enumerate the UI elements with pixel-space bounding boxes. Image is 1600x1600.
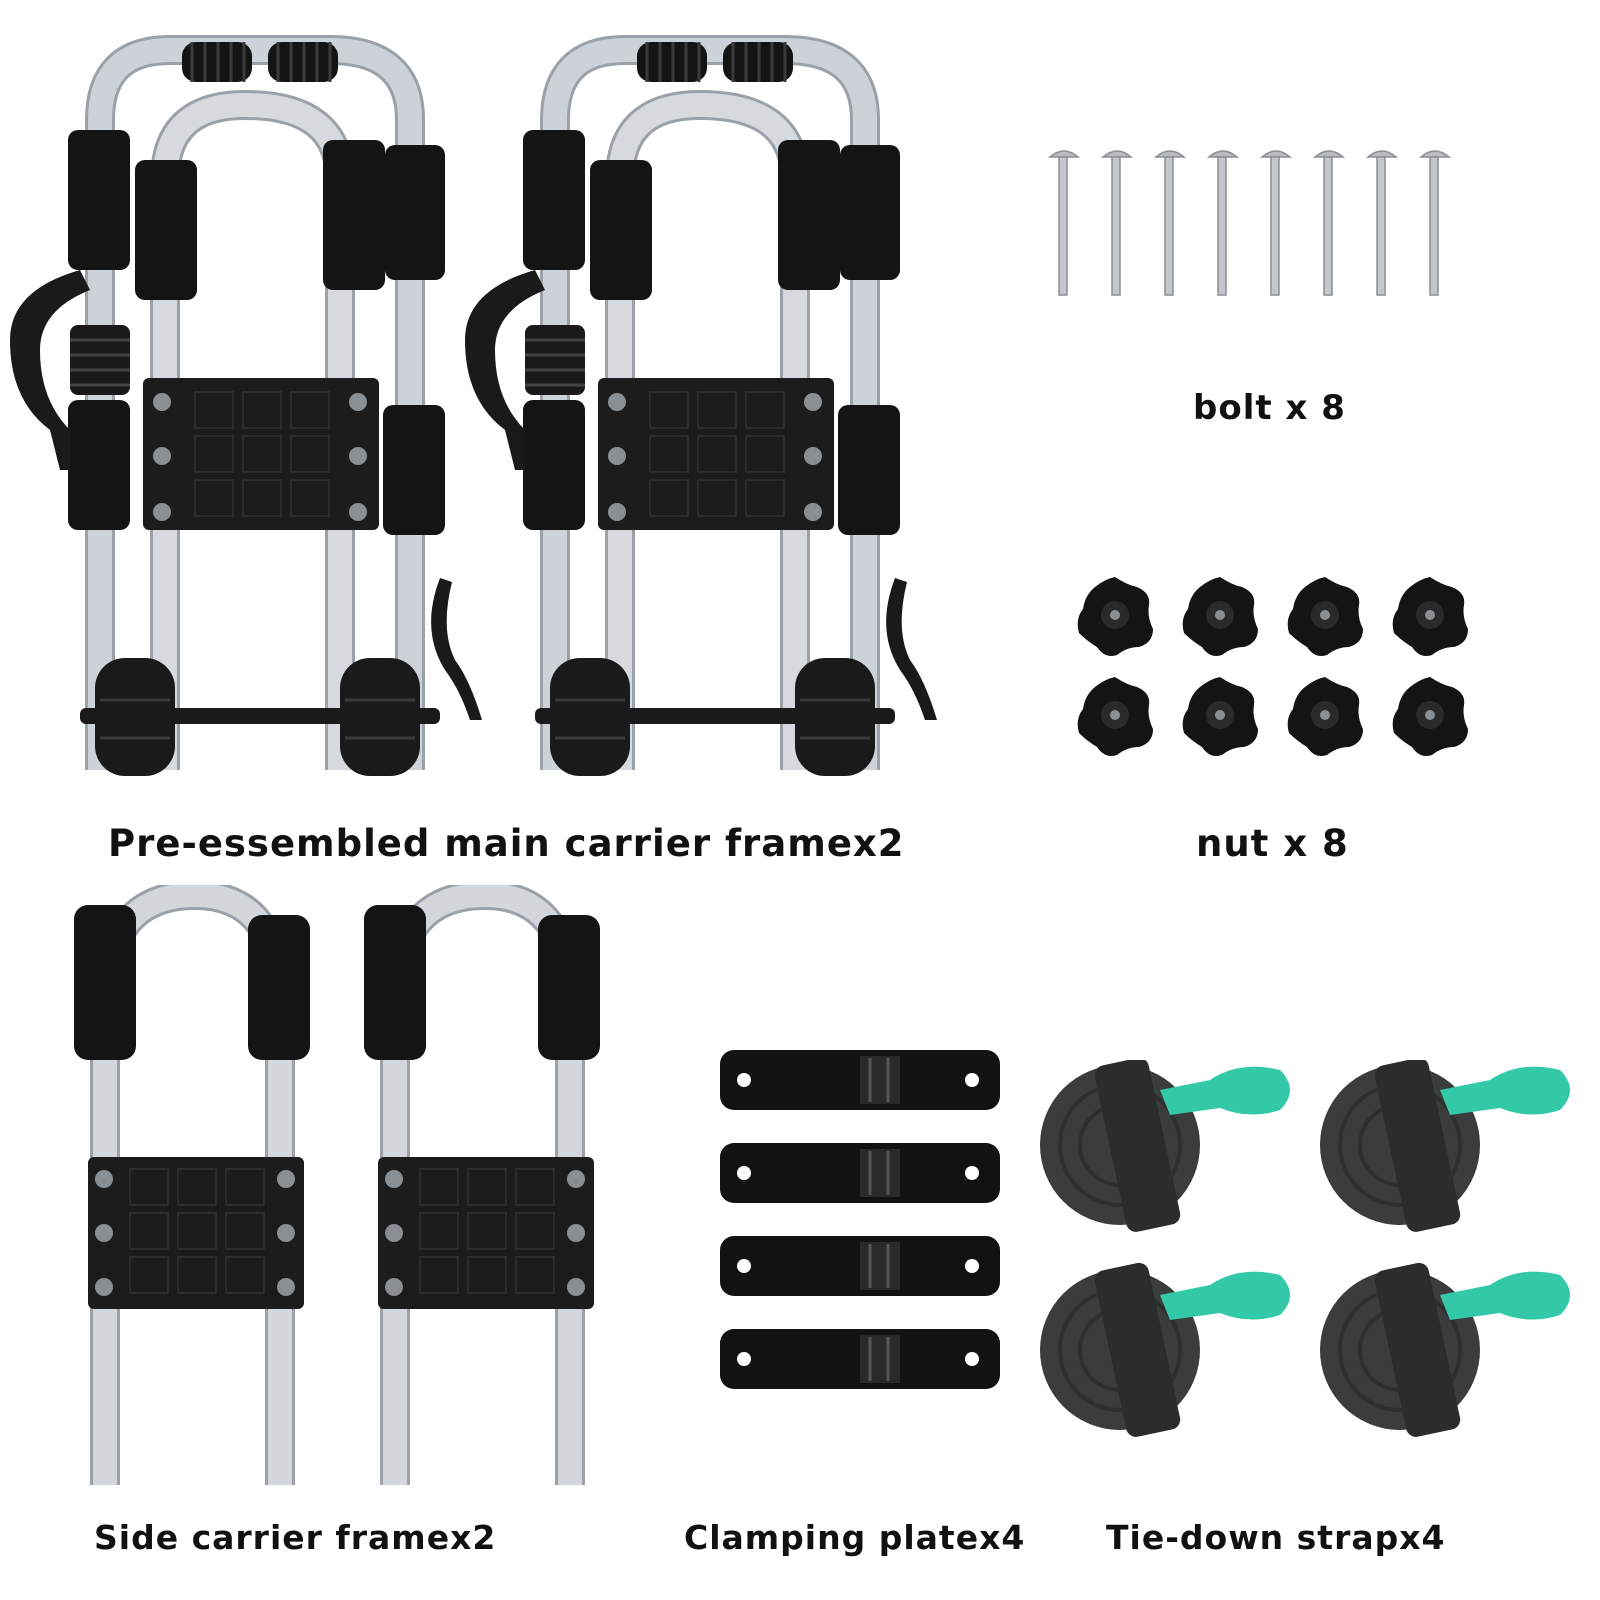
- clamping-plates: [720, 1050, 1010, 1420]
- strap-label: Tie-down strapx4: [1106, 1518, 1446, 1557]
- nut-label: nut x 8: [1196, 822, 1349, 865]
- side-carrier-frames: [60, 885, 620, 1505]
- nuts: [1070, 570, 1490, 760]
- bolt-label: bolt x 8: [1193, 388, 1346, 428]
- main-carrier-frames: [0, 30, 960, 810]
- main-frame-label: Pre-essembled main carrier framex2: [108, 822, 905, 865]
- tie-down-straps: [1040, 1060, 1580, 1440]
- side-frame-label: Side carrier framex2: [94, 1518, 497, 1557]
- bolts: [1040, 140, 1480, 310]
- clamping-plate-label: Clamping platex4: [684, 1518, 1026, 1557]
